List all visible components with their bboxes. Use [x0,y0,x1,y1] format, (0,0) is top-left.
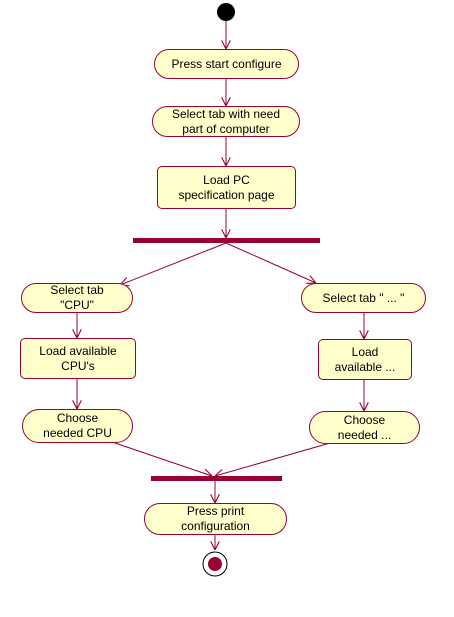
start-node [217,3,235,21]
edge-choose-cpu-to-join [114,442,212,476]
select-tab-other-node: Select tab " ... " [301,283,426,313]
end-node-inner [208,557,222,571]
edge-choose-other-to-join [215,442,331,476]
choose-needed-other-node: Choose needed ... [309,411,420,444]
press-start-configure-node: Press start configure [154,49,299,79]
load-available-cpus-node: Load available CPU's [20,338,136,379]
press-print-configuration-node: Press print configuration [144,503,287,535]
edge-fork-to-select-other [225,242,316,283]
select-tab-node: Select tab with need part of computer [152,106,300,137]
edge-fork-to-select-cpu [120,242,227,285]
load-pc-spec-node: Load PC specification page [157,166,296,209]
fork-bar [133,238,320,243]
select-tab-cpu-node: Select tab "CPU" [21,283,133,313]
join-bar [151,476,282,481]
load-available-other-node: Load available ... [318,339,412,380]
choose-needed-cpu-node: Choose needed CPU [22,409,133,443]
